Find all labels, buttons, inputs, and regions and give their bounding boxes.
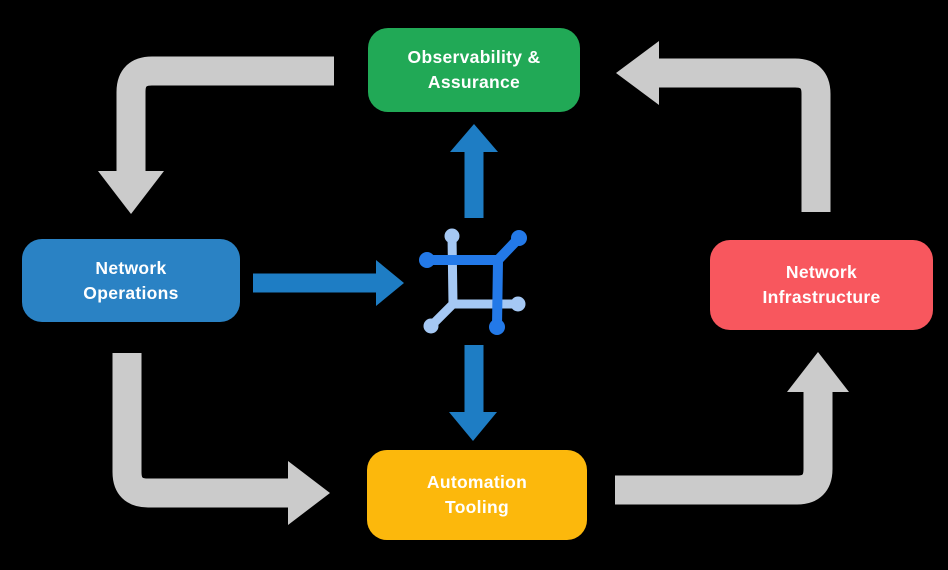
node-automation-label: Automation Tooling xyxy=(426,472,528,517)
network-automation-icon xyxy=(419,228,527,335)
node-observability-label: Observability & Assurance xyxy=(407,47,541,92)
arrow-center-to-observability xyxy=(450,124,498,218)
node-network-operations: Network Operations xyxy=(22,239,240,322)
arrow-center-to-automation xyxy=(449,345,497,441)
arrow-observability-to-operations xyxy=(98,56,334,214)
node-network-infrastructure: Network Infrastructure xyxy=(710,240,933,330)
arrow-infrastructure-to-observability xyxy=(616,41,831,212)
node-observability-assurance: Observability & Assurance xyxy=(368,28,580,112)
arrow-operations-to-automation xyxy=(112,353,330,525)
icon-dark-strokes xyxy=(419,230,527,335)
node-automation-tooling: Automation Tooling xyxy=(367,450,587,540)
arrow-automation-to-infrastructure xyxy=(615,352,849,505)
arrow-operations-to-center xyxy=(253,260,404,306)
node-infrastructure-label: Network Infrastructure xyxy=(762,262,881,307)
node-operations-label: Network Operations xyxy=(83,257,179,303)
